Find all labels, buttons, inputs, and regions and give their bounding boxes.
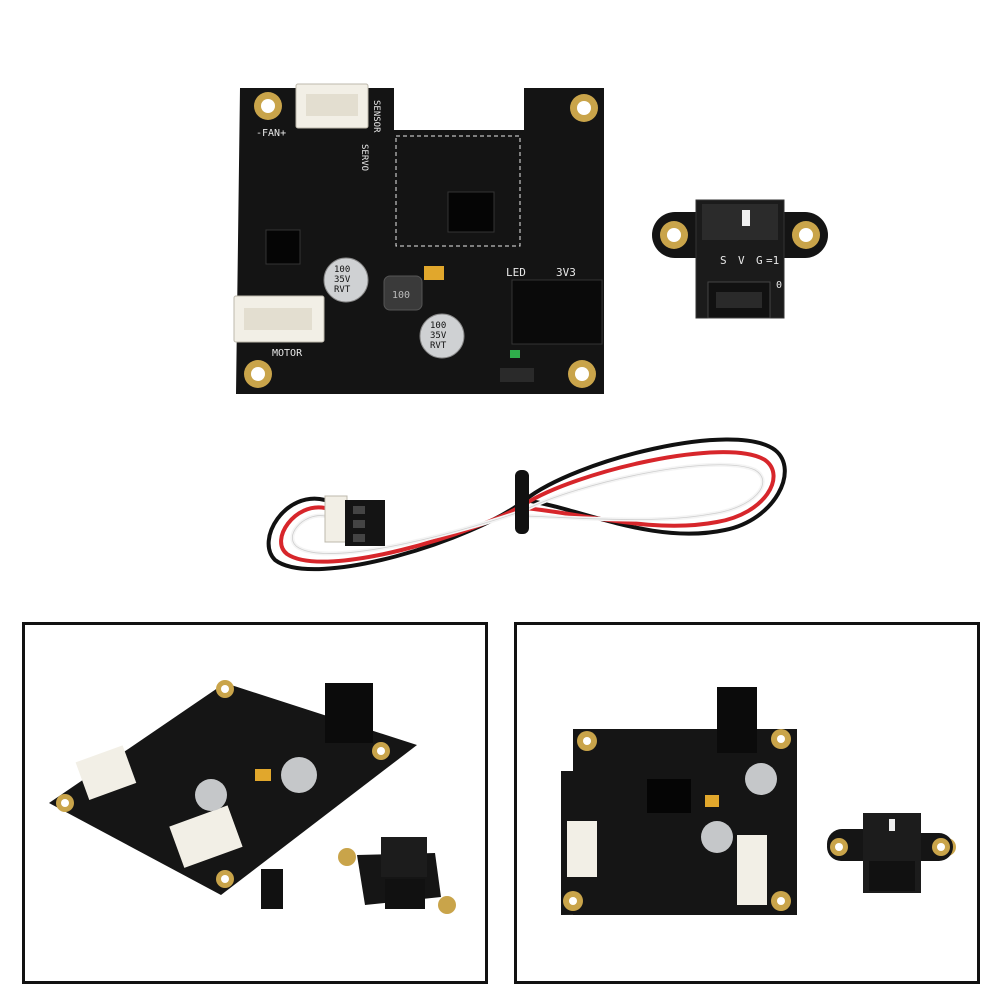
silk-3v3: 3V3 xyxy=(556,266,576,279)
capacitor-1: 100 35V RVT xyxy=(323,257,369,303)
angled-board-photo xyxy=(49,680,456,914)
tantalum-capacitor xyxy=(424,266,444,280)
sensor-hole-left xyxy=(660,221,688,249)
flipped-board-photo xyxy=(561,687,956,915)
silk-sensor: SENSOR xyxy=(371,100,381,133)
mark-0-label: 0 xyxy=(776,280,782,291)
mounting-hole-bottom-left xyxy=(244,360,272,388)
mounting-hole-top-right xyxy=(570,94,598,122)
silk-led: LED xyxy=(506,266,526,279)
mark-1-label: =1 xyxy=(766,254,779,267)
pin-s-label: S xyxy=(720,254,727,267)
silk-motor: MOTOR xyxy=(272,348,303,359)
svg-text:RVT: RVT xyxy=(334,285,351,295)
dc-power-jack xyxy=(511,279,603,345)
wire-black xyxy=(266,437,787,572)
silk-fan: -FAN+ xyxy=(256,128,286,139)
motor-connector xyxy=(233,295,325,343)
svg-text:35V: 35V xyxy=(430,331,447,341)
photo-frame-angled-view xyxy=(22,622,488,984)
diode xyxy=(500,368,534,382)
status-led xyxy=(510,350,520,358)
fan-connector xyxy=(295,83,369,129)
capacitor-2: 100 35V RVT xyxy=(419,313,465,359)
pin-v-label: V xyxy=(738,254,745,267)
mcu-outline xyxy=(395,135,521,247)
mounting-hole-bottom-right xyxy=(568,360,596,388)
svg-text:100: 100 xyxy=(430,321,446,331)
cable-connector-white xyxy=(324,495,348,543)
svg-text:100: 100 xyxy=(392,290,410,301)
cable-tie xyxy=(515,470,529,534)
main-board-photo: -FAN+ SENSOR SERVO MOTOR LED 3V3 100 35V… xyxy=(233,83,604,394)
sensor-marker xyxy=(742,210,750,226)
sensor-slot xyxy=(702,204,778,240)
endstop-sensor-photo: S V G =1 0 xyxy=(652,199,828,319)
driver-chip xyxy=(265,229,301,265)
pin-g-label: G xyxy=(756,254,763,267)
mcu-chip xyxy=(447,191,495,233)
silk-servo: SERVO xyxy=(359,144,369,171)
wire-red xyxy=(279,450,776,564)
mounting-hole-top-left xyxy=(254,92,282,120)
svg-text:RVT: RVT xyxy=(430,341,447,351)
cable-photo xyxy=(266,437,787,572)
svg-text:100: 100 xyxy=(334,265,350,275)
svg-text:35V: 35V xyxy=(334,275,351,285)
inductor: 100 xyxy=(383,275,423,311)
photo-frame-flipped-view xyxy=(514,622,980,984)
sensor-hole-right xyxy=(792,221,820,249)
